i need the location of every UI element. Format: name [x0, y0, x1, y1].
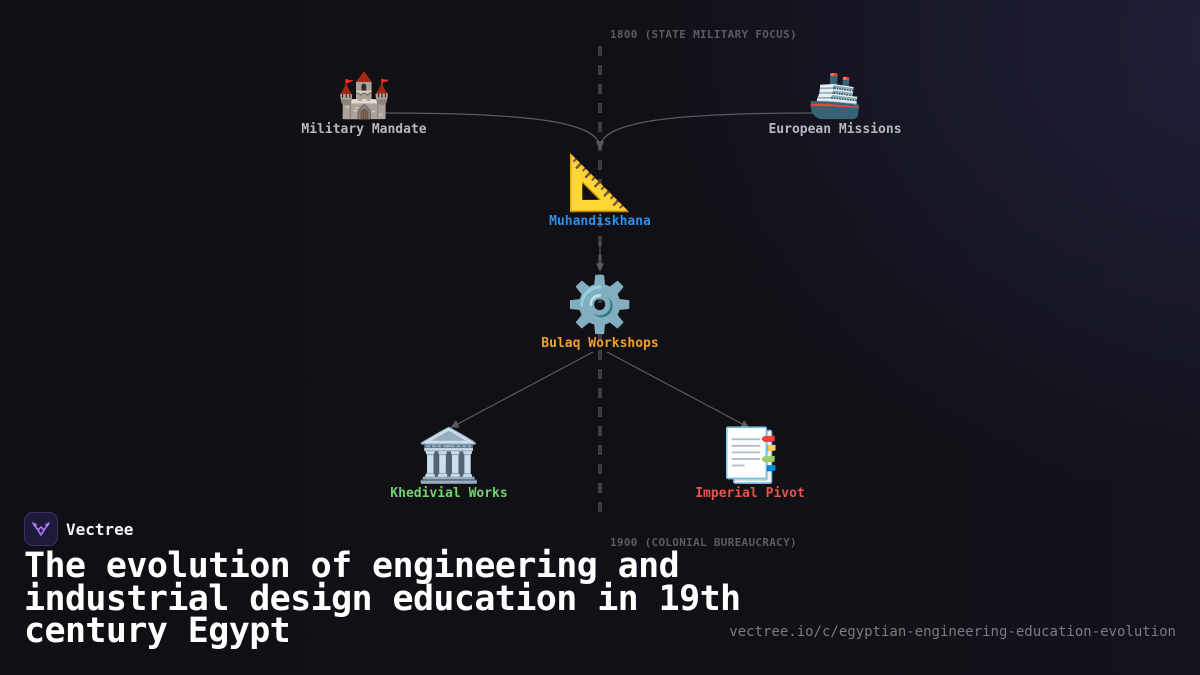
vectree-logo-icon — [24, 512, 58, 546]
edge-bulaq-workshops-to-imperial-pivot — [606, 351, 750, 428]
triangular-ruler-icon: 📐 — [566, 151, 634, 214]
edge-bulaq-workshops-to-khedivial-works — [450, 351, 594, 428]
node-label-bulaq-workshops: Bulaq Workshops — [541, 336, 659, 351]
era-label-top: 1800 (STATE MILITARY FOCUS) — [610, 28, 797, 41]
node-bulaq-workshops[interactable]: ⚙️ Bulaq Workshops — [541, 273, 659, 352]
node-military-mandate[interactable]: 🏰 Military Mandate — [301, 70, 427, 138]
brand-name: Vectree — [66, 519, 134, 539]
node-label-military-mandate: Military Mandate — [301, 122, 427, 137]
node-muhandiskhana[interactable]: 📐 Muhandiskhana — [549, 151, 651, 230]
node-label-european-missions: European Missions — [768, 122, 902, 137]
classical-building-icon: 🏛️ — [416, 426, 482, 486]
node-label-imperial-pivot: Imperial Pivot — [695, 486, 805, 501]
era-label-bottom: 1900 (COLONIAL BUREAUCRACY) — [610, 536, 797, 549]
node-khedivial-works[interactable]: 🏛️ Khedivial Works — [390, 430, 507, 501]
edge-military-mandate-to-muhandiskhana — [381, 112, 605, 150]
edge-european-missions-to-muhandiskhana — [595, 112, 819, 150]
node-label-muhandiskhana: Muhandiskhana — [549, 214, 651, 229]
bookmark-tabs-icon: 📑 — [717, 426, 783, 486]
castle-icon: 🏰 — [336, 70, 392, 121]
gear-icon: ⚙️ — [566, 273, 634, 336]
node-imperial-pivot[interactable]: 📑 Imperial Pivot — [695, 430, 805, 501]
node-label-khedivial-works: Khedivial Works — [390, 486, 508, 501]
ship-icon: 🚢 — [807, 70, 863, 121]
page-url[interactable]: vectree.io/c/egyptian-engineering-educat… — [729, 624, 1176, 640]
page-title: The evolution of engineering and industr… — [24, 546, 741, 651]
brand[interactable]: Vectree — [24, 512, 133, 546]
node-european-missions[interactable]: 🚢 European Missions — [768, 70, 902, 138]
